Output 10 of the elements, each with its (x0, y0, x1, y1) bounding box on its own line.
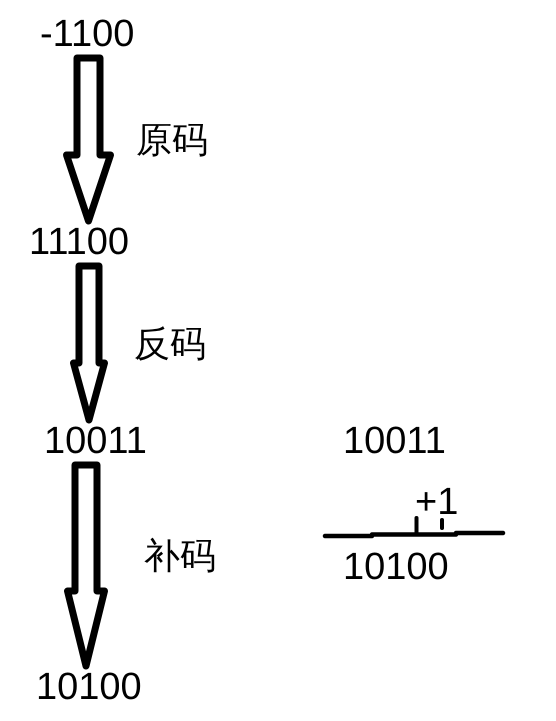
binary-number: 10011 (44, 422, 147, 460)
binary-number: 10011 (343, 422, 446, 460)
binary-number: -1100 (40, 15, 134, 53)
binary-number: 10100 (36, 668, 142, 706)
edge-label: 补码 (144, 538, 216, 574)
binary-number: 11100 (29, 223, 130, 261)
edge-label: 原码 (136, 122, 208, 158)
increment-text: +1 (415, 483, 458, 521)
edge-label: 反码 (134, 326, 206, 362)
binary-number: 10100 (343, 548, 449, 586)
